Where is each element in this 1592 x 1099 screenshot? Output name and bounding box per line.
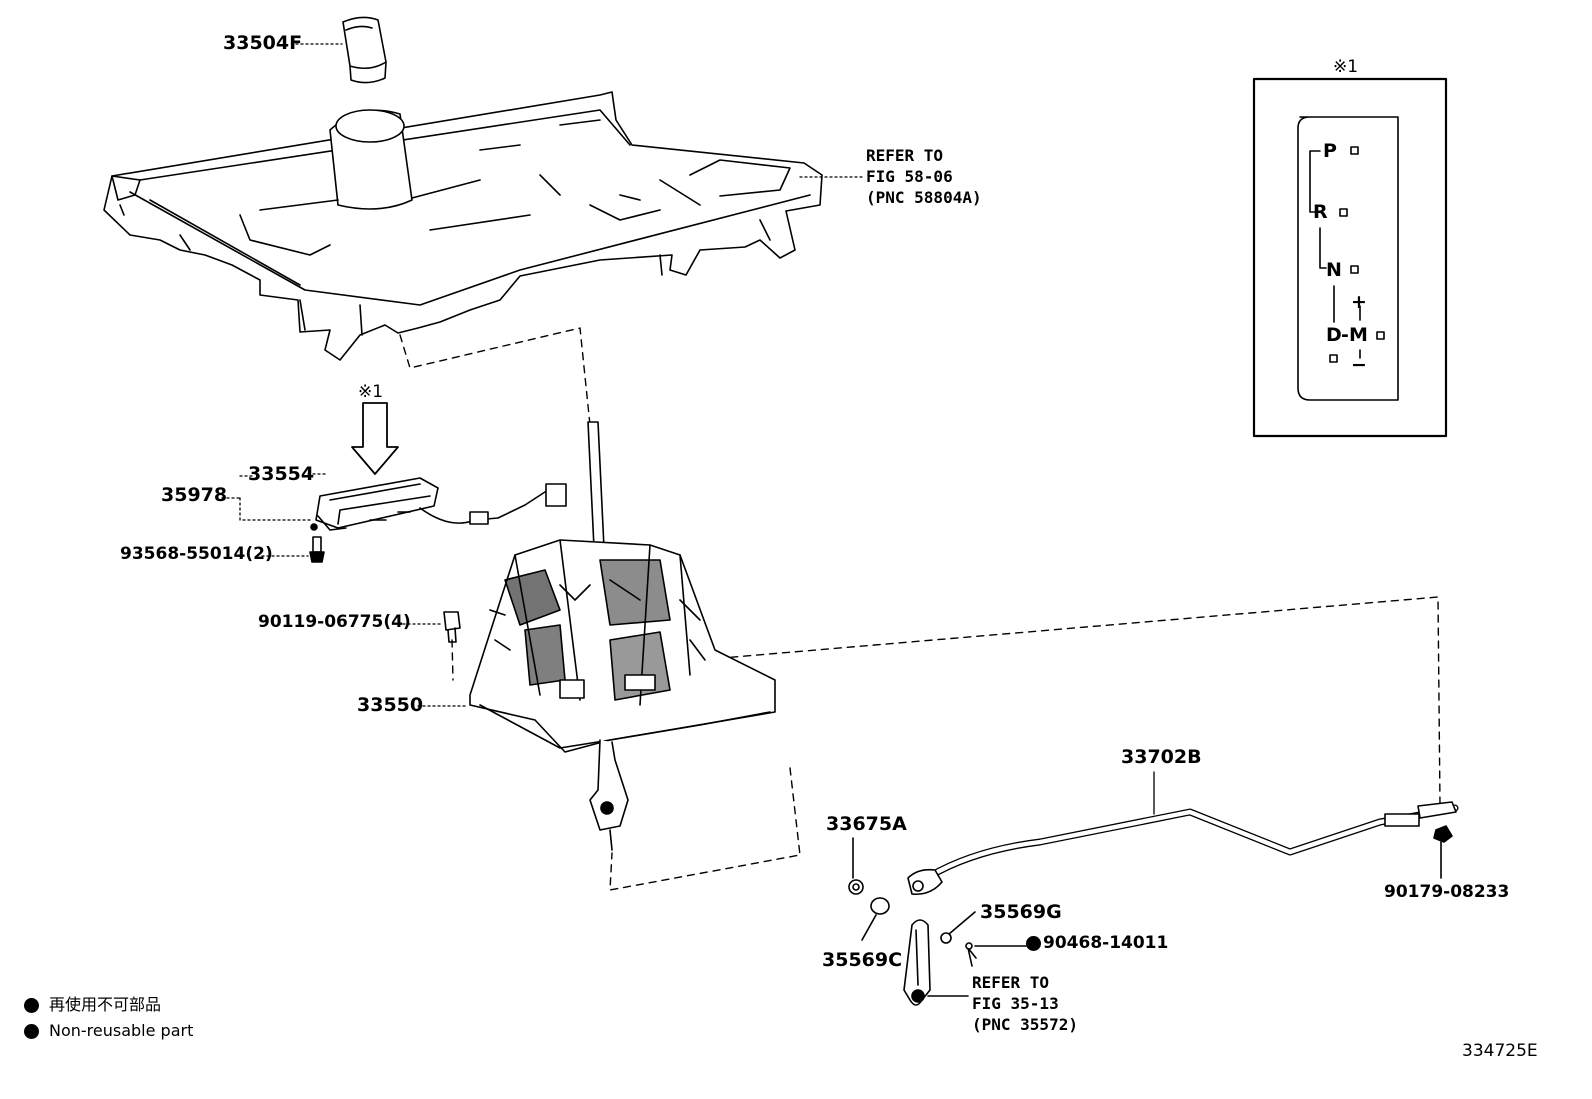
label-35569C: 35569C xyxy=(822,949,903,971)
screw-93568 xyxy=(309,536,325,563)
gate-dash: - xyxy=(1341,324,1349,346)
legend-jp-text: 再使用不可部品 xyxy=(49,995,162,1014)
bushing-33675A xyxy=(848,837,864,895)
washer-35569G xyxy=(940,911,976,944)
gate-letter-p: P xyxy=(1323,140,1337,162)
note-arrow xyxy=(351,402,399,475)
legend-jp: 再使用不可部品 xyxy=(24,997,161,1013)
legend-en-text: Non-reusable part xyxy=(49,1021,194,1040)
non-reusable-dot xyxy=(1026,936,1041,951)
label-35978: 35978 xyxy=(161,484,228,506)
note-mark-switch: ※1 xyxy=(358,382,384,402)
clip-90468 xyxy=(965,942,1027,967)
nut-90179 xyxy=(1433,825,1453,879)
gate-letter-n: N xyxy=(1326,259,1342,281)
diagram-code: 334725E xyxy=(1462,1041,1538,1061)
legend-dot-jp xyxy=(24,997,39,1013)
label-33675A: 33675A xyxy=(826,813,907,835)
note-mark-gate: ※1 xyxy=(1333,57,1359,77)
shift-knob-33504F xyxy=(342,16,387,84)
legend-en: Non-reusable part xyxy=(24,1023,193,1039)
console-panel xyxy=(103,91,823,361)
dashed-guide-lines xyxy=(399,327,1441,891)
label-33550: 33550 xyxy=(357,694,424,716)
label-90119-06775: 90119-06775(4) xyxy=(258,612,411,632)
label-33504F: 33504F xyxy=(223,32,303,54)
label-33554: 33554 xyxy=(248,463,315,485)
gate-letter-r: R xyxy=(1313,201,1328,223)
shift-lock-switch-35978 xyxy=(310,477,567,531)
label-90179-08233: 90179-08233 xyxy=(1384,882,1510,902)
gate-letter-m: M xyxy=(1349,324,1368,346)
bolt-90119 xyxy=(443,611,461,643)
refer-to-fig-35-13: REFER TO FIG 35-13 (PNC 35572) xyxy=(972,973,1078,1034)
gate-letter-d: D xyxy=(1326,324,1342,346)
label-35569G: 35569G xyxy=(980,901,1062,923)
shift-lever-assembly-33550 xyxy=(469,421,776,851)
leader-lines xyxy=(221,43,865,707)
gate-plus: + xyxy=(1351,291,1367,313)
legend-dot-en xyxy=(24,1023,39,1039)
label-93568-55014: 93568-55014(2) xyxy=(120,544,273,564)
label-33702B: 33702B xyxy=(1121,746,1202,768)
control-cable-33702B xyxy=(907,801,1459,896)
gate-minus: − xyxy=(1351,354,1367,376)
label-90468-14011: 90468-14011 xyxy=(1026,935,1168,952)
transmission-lever-arm xyxy=(903,919,969,1006)
label-90468-text: 90468-14011 xyxy=(1043,933,1169,953)
shift-gate-panel xyxy=(1252,77,1448,438)
refer-to-fig-58-06: REFER TO FIG 58-06 (PNC 58804A) xyxy=(866,146,982,207)
bushing-35569C xyxy=(861,897,890,941)
